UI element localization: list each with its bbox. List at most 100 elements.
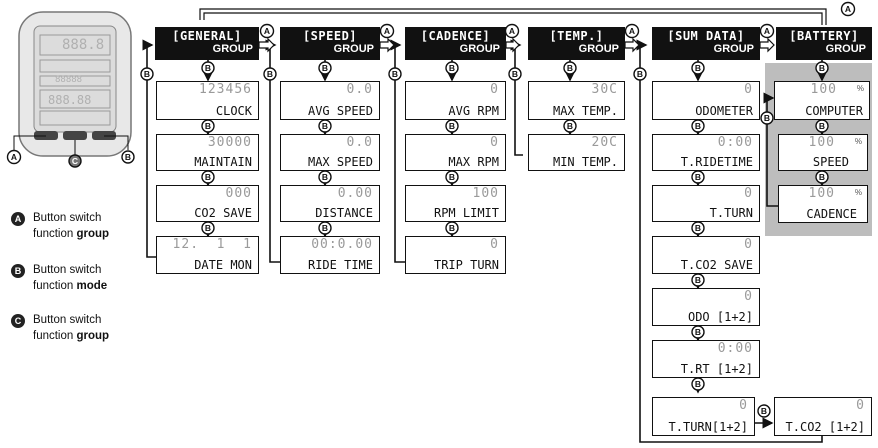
cadence-limit-box: 100 RPM LIMIT — [405, 185, 506, 222]
cadence-group-label: GROUP — [459, 43, 500, 55]
battery-speed-percent: % — [854, 137, 862, 146]
general-clock-box: 123456 CLOCK — [156, 81, 259, 120]
battery-computer-box: 100 % COMPUTER — [774, 81, 870, 120]
cadence-max-box: 0 MAX RPM — [405, 134, 506, 171]
sumdata-group-header: [SUM DATA] GROUP — [652, 27, 760, 60]
sumdata-odometer-box: 0 ODOMETER — [652, 81, 760, 120]
sumdata-co212-value: 0 — [856, 398, 865, 413]
sumdata-co212-name: T.CO2 [1+2] — [785, 420, 865, 434]
cadence-tripturn-value: 0 — [490, 237, 499, 252]
cadence-avg-value: 0 — [490, 82, 499, 97]
legend-a-text: Button switch function group — [33, 210, 109, 242]
cadence-group-title: [CADENCE] — [420, 29, 491, 43]
speed-distance-box: 0.00 DISTANCE — [280, 185, 380, 222]
sumdata-turn12-value: 0 — [739, 398, 748, 413]
speed-max-name: MAX SPEED — [307, 155, 373, 169]
sumdata-co2-box: 0 T.CO2 SAVE — [652, 236, 760, 274]
speed-group-header: [SPEED] GROUP — [280, 27, 380, 60]
sumdata-group-label: GROUP — [713, 43, 754, 55]
temp-group-header: [TEMP.] GROUP — [528, 27, 625, 60]
general-date-box: 12. 1 1 DATE MON — [156, 236, 259, 274]
speed-avg-value: 0.0 — [346, 82, 373, 97]
device-lcd-segments — [39, 34, 111, 126]
sumdata-rt12-box: 0:00 T.RT [1+2] — [652, 340, 760, 378]
legend-c-bold: group — [76, 330, 110, 342]
battery-speed-box: 100 % SPEED — [778, 134, 868, 171]
sumdata-turn12-name: T.TURN[1+2] — [668, 420, 748, 434]
sumdata-turn-box: 0 T.TURN — [652, 185, 760, 222]
sumdata-turn-name: T.TURN — [709, 206, 753, 220]
legend-c-icon: C — [11, 314, 25, 328]
cadence-avg-box: 0 AVG RPM — [405, 81, 506, 120]
cadence-tripturn-name: TRIP TURN — [433, 258, 499, 272]
sumdata-ridetime-value: 0:00 — [717, 135, 753, 150]
cadence-tripturn-box: 0 TRIP TURN — [405, 236, 506, 274]
legend-b-line2: function — [33, 280, 77, 292]
sumdata-co2-name: T.CO2 SAVE — [680, 258, 753, 272]
sumdata-turn-value: 0 — [744, 186, 753, 201]
temp-max-value: 30C — [591, 82, 618, 97]
cadence-limit-name: RPM LIMIT — [433, 206, 499, 220]
speed-distance-name: DISTANCE — [315, 206, 373, 220]
speed-group-label: GROUP — [333, 43, 374, 55]
speed-max-value: 0.0 — [346, 135, 373, 150]
general-date-value: 12. 1 1 — [172, 237, 252, 252]
sumdata-turn12-box: 0 T.TURN[1+2] — [652, 397, 755, 436]
battery-group-title: [BATTERY] — [789, 29, 859, 43]
bike-computer-device — [18, 11, 132, 157]
temp-max-box: 30C MAX TEMP. — [528, 81, 625, 120]
battery-computer-name: COMPUTER — [805, 104, 863, 118]
legend-b-text: Button switch function mode — [33, 262, 107, 294]
legend-c-line1: Button switch — [33, 314, 102, 326]
sumdata-ridetime-name: T.RIDETIME — [680, 155, 753, 169]
battery-group-header: [BATTERY] GROUP — [776, 27, 872, 60]
battery-cadence-percent: % — [854, 188, 862, 197]
device-button-callouts — [13, 135, 129, 156]
sumdata-odometer-name: ODOMETER — [695, 104, 753, 118]
temp-group-label: GROUP — [578, 43, 619, 55]
group-transition-arrows — [258, 37, 775, 53]
legend-a-line1: Button switch — [33, 212, 102, 224]
legend-a-line2: function — [33, 228, 77, 240]
legend-c-text: Button switch function group — [33, 312, 109, 344]
device-lcd-middle: 88888 — [55, 75, 83, 85]
device-lcd-top: 888.8 — [62, 37, 105, 53]
temp-group-title: [TEMP.] — [549, 29, 604, 43]
legend-a-bold: group — [76, 228, 110, 240]
sumdata-rt12-name: T.RT [1+2] — [680, 362, 753, 376]
sumdata-rt12-value: 0:00 — [717, 341, 753, 356]
sumdata-odo12-box: 0 ODO [1+2] — [652, 288, 760, 326]
sumdata-odo12-name: ODO [1+2] — [687, 310, 753, 324]
return-to-general-arrow — [199, 8, 827, 25]
general-maintain-name: MAINTAIN — [194, 155, 252, 169]
general-group-label: GROUP — [212, 43, 253, 55]
device-lcd-bottom: 888.88 — [48, 93, 92, 107]
general-group-title: [GENERAL] — [172, 29, 242, 43]
speed-ridetime-name: RIDE TIME — [307, 258, 373, 272]
temp-max-name: MAX TEMP. — [552, 104, 618, 118]
general-co2-value: 000 — [225, 186, 252, 201]
battery-speed-value: 100 — [808, 135, 835, 150]
legend-b-bold: mode — [76, 280, 108, 292]
temp-min-box: 20C MIN TEMP. — [528, 134, 625, 171]
speed-ridetime-box: 00:0.00 RIDE TIME — [280, 236, 380, 274]
sumdata-odometer-value: 0 — [744, 82, 753, 97]
cadence-max-name: MAX RPM — [448, 155, 499, 169]
battery-computer-value: 100 — [810, 82, 837, 97]
general-date-name: DATE MON — [194, 258, 252, 272]
temp-min-value: 20C — [591, 135, 618, 150]
general-maintain-box: 30000 MAINTAIN — [156, 134, 259, 171]
legend-a-icon: A — [11, 212, 25, 226]
legend-c-line2: function — [33, 330, 77, 342]
cadence-avg-name: AVG RPM — [448, 104, 499, 118]
cadence-limit-value: 100 — [472, 186, 499, 201]
cadence-group-header: [CADENCE] GROUP — [405, 27, 506, 60]
battery-computer-percent: % — [856, 84, 864, 93]
sumdata-co212-box: 0 T.CO2 [1+2] — [774, 397, 872, 436]
speed-avg-name: AVG SPEED — [307, 104, 373, 118]
battery-speed-name: SPEED — [812, 155, 849, 169]
speed-ridetime-value: 00:0.00 — [311, 237, 373, 252]
legend-b-icon: B — [11, 264, 25, 278]
general-clock-value: 123456 — [199, 82, 252, 97]
